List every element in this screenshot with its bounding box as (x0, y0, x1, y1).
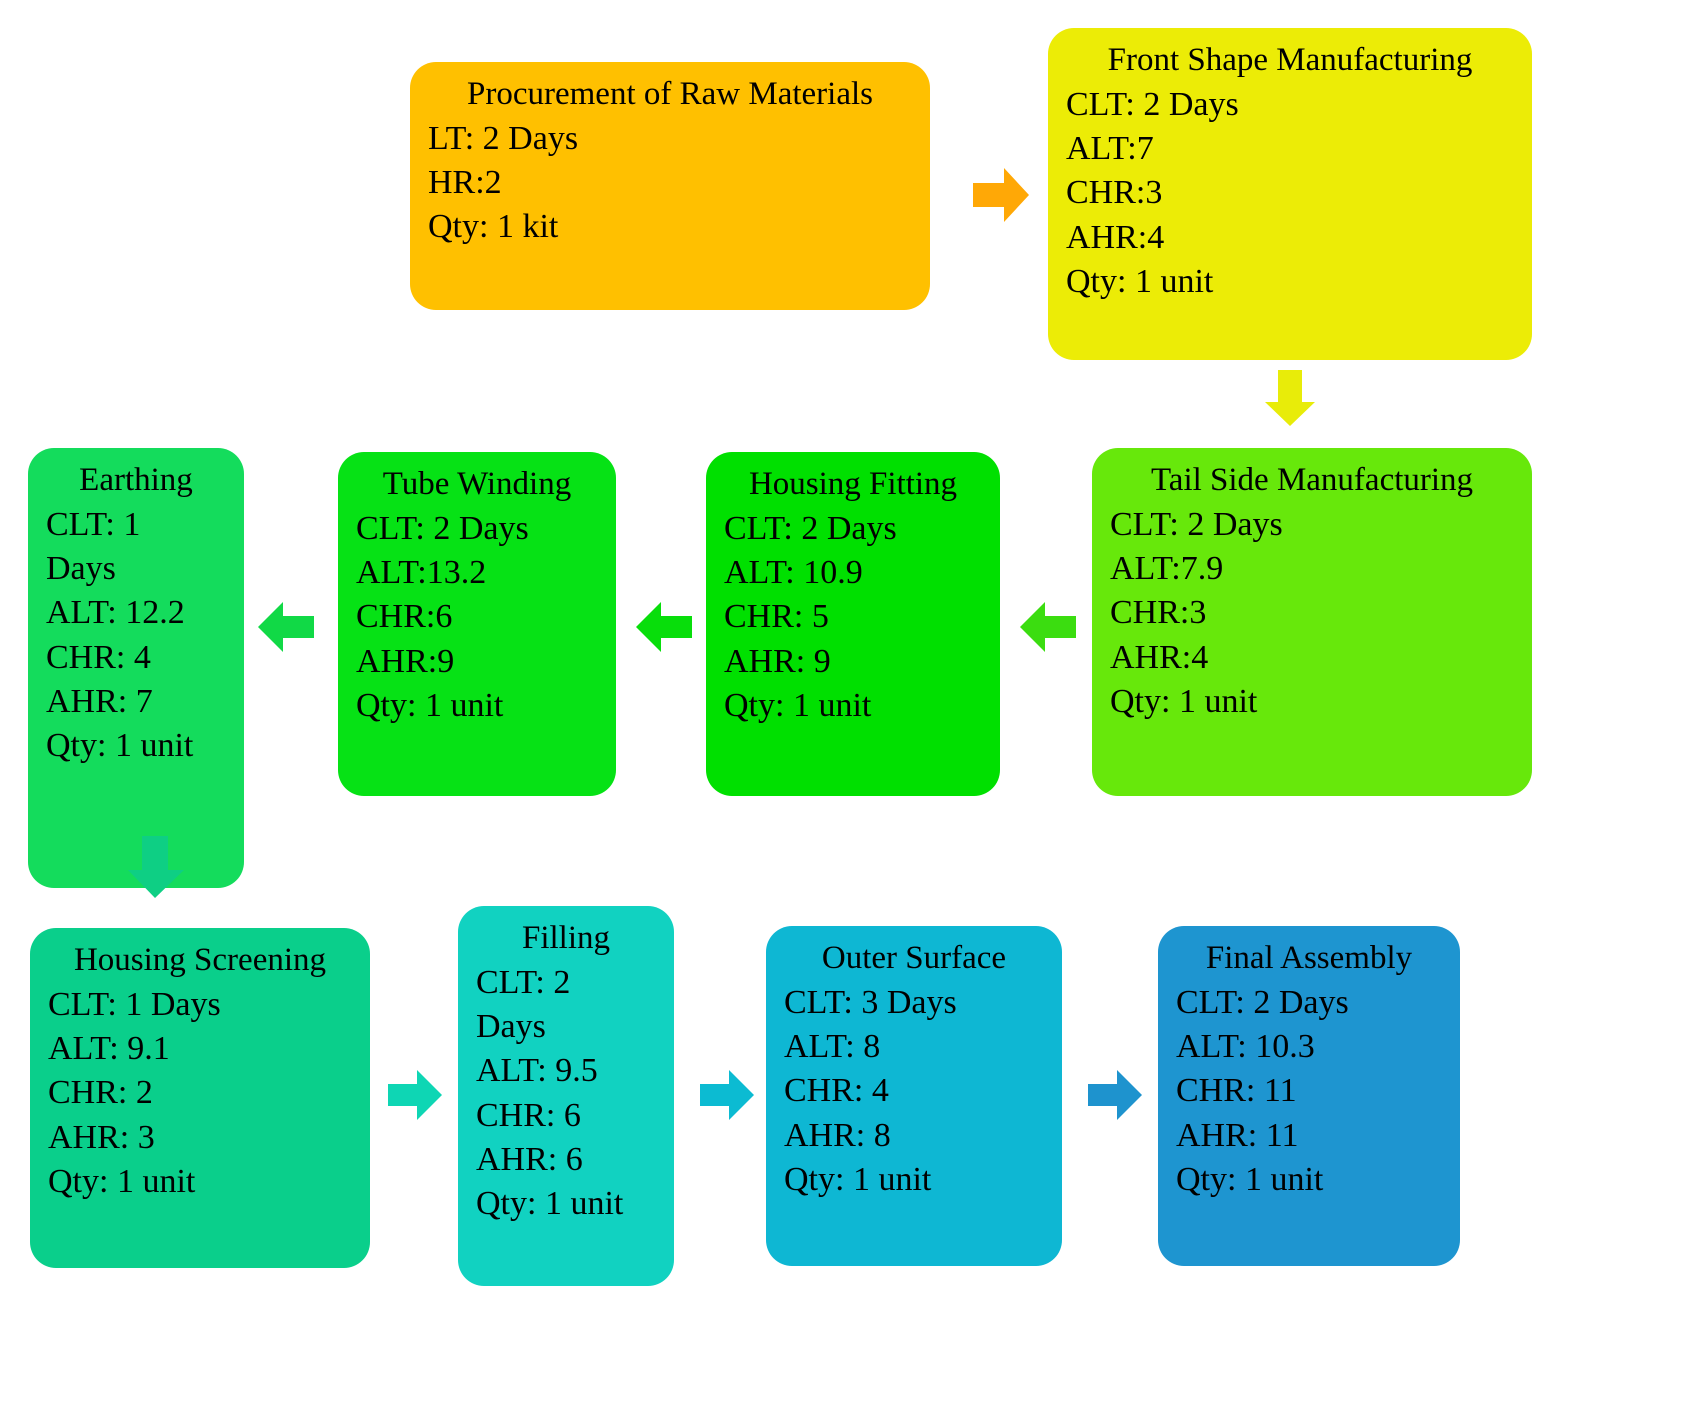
node-metric-line: Qty: 1 unit (1176, 1160, 1324, 1198)
node-filling[interactable]: Filling CLT: 2 Days ALT: 9.5 CHR: 6 AHR:… (458, 906, 674, 1286)
node-metric-line: CHR:3 (1110, 594, 1207, 632)
node-title: Housing Fitting (748, 466, 958, 502)
node-metric-line: Qty: 1 kit (428, 208, 559, 246)
arrow-left-icon (258, 602, 314, 652)
arrow-right-filling-to-outer-surface (700, 1070, 754, 1120)
node-metrics: LT: 2 Days HR:2 Qty: 1 kit (428, 117, 912, 250)
arrow-down-icon (128, 836, 184, 898)
node-metric-line: CHR: 6 (476, 1096, 581, 1134)
node-title: Front Shape Manufacturing (1107, 42, 1473, 78)
node-title: Housing Screening (73, 942, 327, 978)
node-metrics: CLT: 2 Days ALT: 10.3 CHR: 11 AHR: 11 Qt… (1176, 981, 1442, 1202)
node-metrics: CLT: 1 Days ALT: 12.2 CHR: 4 AHR: 7 Qty:… (46, 503, 226, 768)
node-title: Tube Winding (382, 466, 572, 502)
node-metric-line: AHR: 9 (724, 642, 831, 680)
node-metric-line: ALT: 10.9 (724, 554, 863, 592)
node-title: Earthing (79, 462, 193, 498)
node-housing-fitting[interactable]: Housing Fitting CLT: 2 Days ALT: 10.9 CH… (706, 452, 1000, 796)
node-metric-line: ALT:13.2 (356, 554, 487, 592)
node-metric-line: CLT: 2 Days (356, 509, 529, 547)
arrow-down-earthing-to-housing-screening (128, 836, 184, 898)
node-metric-line: CHR: 4 (46, 638, 151, 676)
node-metric-line: Qty: 1 unit (356, 686, 504, 724)
node-metrics: CLT: 2 Days ALT:7 CHR:3 AHR:4 Qty: 1 uni… (1066, 83, 1514, 304)
node-metric-line: ALT:7.9 (1110, 550, 1224, 588)
arrow-left-icon (1020, 602, 1076, 652)
node-metric-line: Qty: 1 unit (1066, 262, 1214, 300)
node-metric-line: Days (476, 1008, 546, 1046)
node-earthing[interactable]: Earthing CLT: 1 Days ALT: 12.2 CHR: 4 AH… (28, 448, 244, 888)
node-metric-line: CHR: 2 (48, 1074, 153, 1112)
arrow-left-tail-side-to-housing-fitting (1020, 602, 1076, 652)
node-metric-line: CHR: 11 (1176, 1072, 1297, 1110)
node-metric-line: AHR: 11 (1176, 1116, 1299, 1154)
node-metric-line: ALT: 10.3 (1176, 1028, 1315, 1066)
node-title: Procurement of Raw Materials (467, 76, 873, 112)
node-metrics: CLT: 2 Days ALT:7.9 CHR:3 AHR:4 Qty: 1 u… (1110, 503, 1514, 724)
node-tail-side-manufacturing[interactable]: Tail Side Manufacturing CLT: 2 Days ALT:… (1092, 448, 1532, 796)
arrow-right-icon (973, 168, 1029, 222)
arrow-down-icon (1265, 370, 1315, 426)
node-housing-screening[interactable]: Housing Screening CLT: 1 Days ALT: 9.1 C… (30, 928, 370, 1268)
node-title: Filling (521, 920, 611, 956)
node-metric-line: AHR: 8 (784, 1116, 891, 1154)
node-tube-winding[interactable]: Tube Winding CLT: 2 Days ALT:13.2 CHR:6 … (338, 452, 616, 796)
node-metric-line: Qty: 1 unit (46, 726, 194, 764)
node-metric-line: CHR:3 (1066, 174, 1163, 212)
node-metric-line: CLT: 2 (476, 963, 571, 1001)
node-final-assembly[interactable]: Final Assembly CLT: 2 Days ALT: 10.3 CHR… (1158, 926, 1460, 1266)
arrow-right-icon (388, 1070, 442, 1120)
node-metric-line: Qty: 1 unit (476, 1184, 624, 1222)
arrow-left-tube-winding-to-earthing (258, 602, 314, 652)
arrow-right-housing-screening-to-filling (388, 1070, 442, 1120)
node-metric-line: AHR: 7 (46, 682, 153, 720)
node-metric-line: CLT: 2 Days (1176, 983, 1349, 1021)
node-procurement[interactable]: Procurement of Raw Materials LT: 2 Days … (410, 62, 930, 310)
arrow-right-procurement-to-front-shape (973, 168, 1029, 222)
node-metric-line: CHR: 4 (784, 1072, 889, 1110)
node-metrics: CLT: 2 Days ALT: 10.9 CHR: 5 AHR: 9 Qty:… (724, 507, 982, 728)
node-metric-line: HR:2 (428, 164, 502, 202)
node-metric-line: CHR: 5 (724, 598, 829, 636)
node-metrics: CLT: 2 Days ALT:13.2 CHR:6 AHR:9 Qty: 1 … (356, 507, 598, 728)
arrow-right-outer-surface-to-final-assembly (1088, 1070, 1142, 1120)
node-metric-line: CLT: 2 Days (1066, 85, 1239, 123)
node-metric-line: Qty: 1 unit (724, 686, 872, 724)
node-metric-line: CLT: 3 Days (784, 983, 957, 1021)
node-metric-line: CHR:6 (356, 598, 453, 636)
node-outer-surface[interactable]: Outer Surface CLT: 3 Days ALT: 8 CHR: 4 … (766, 926, 1062, 1266)
node-metric-line: AHR:9 (356, 642, 455, 680)
node-title: Final Assembly (1205, 940, 1413, 976)
node-metric-line: Qty: 1 unit (1110, 682, 1258, 720)
node-metric-line: CLT: 1 Days (48, 985, 221, 1023)
node-metric-line: LT: 2 Days (428, 119, 579, 157)
node-metrics: CLT: 3 Days ALT: 8 CHR: 4 AHR: 8 Qty: 1 … (784, 981, 1044, 1202)
node-metric-line: CLT: 2 Days (1110, 505, 1283, 543)
node-metric-line: AHR:4 (1110, 638, 1209, 676)
node-front-shape-manufacturing[interactable]: Front Shape Manufacturing CLT: 2 Days AL… (1048, 28, 1532, 360)
node-metric-line: CLT: 1 (46, 505, 141, 543)
node-metric-line: ALT: 12.2 (46, 594, 185, 632)
arrow-right-icon (1088, 1070, 1142, 1120)
arrow-left-housing-fitting-to-tube-winding (636, 602, 692, 652)
node-title: Tail Side Manufacturing (1150, 462, 1474, 498)
node-metric-line: CLT: 2 Days (724, 509, 897, 547)
node-metric-line: ALT: 9.1 (48, 1030, 170, 1068)
arrow-left-icon (636, 602, 692, 652)
node-metric-line: ALT: 9.5 (476, 1052, 598, 1090)
node-metrics: CLT: 1 Days ALT: 9.1 CHR: 2 AHR: 3 Qty: … (48, 983, 352, 1204)
node-metrics: CLT: 2 Days ALT: 9.5 CHR: 6 AHR: 6 Qty: … (476, 961, 656, 1226)
node-metric-line: Qty: 1 unit (784, 1160, 932, 1198)
node-metric-line: AHR:4 (1066, 218, 1165, 256)
node-title: Outer Surface (821, 940, 1007, 976)
arrow-right-icon (700, 1070, 754, 1120)
node-metric-line: AHR: 3 (48, 1118, 155, 1156)
node-metric-line: AHR: 6 (476, 1140, 583, 1178)
node-metric-line: Days (46, 550, 116, 588)
arrow-down-front-shape-to-tail-side (1265, 370, 1315, 426)
node-metric-line: ALT: 8 (784, 1028, 881, 1066)
node-metric-line: ALT:7 (1066, 130, 1154, 168)
node-metric-line: Qty: 1 unit (48, 1162, 196, 1200)
